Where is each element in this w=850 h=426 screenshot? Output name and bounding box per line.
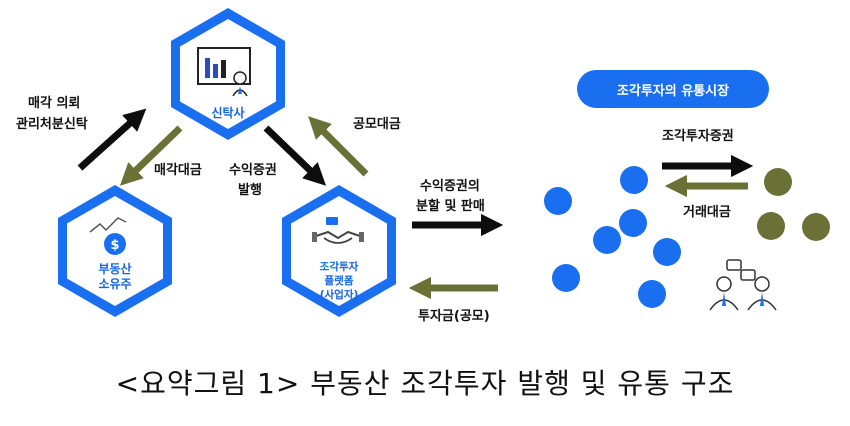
arrow-sale-trust — [77, 108, 147, 171]
market-investors-olive — [757, 168, 830, 241]
investor-dot — [764, 168, 792, 196]
figure-caption: <요약그림 1> 부동산 조각투자 발행 및 유통 구조 — [115, 367, 735, 400]
market-investors-blue — [544, 166, 681, 308]
label-issue-line1: 수익증권 — [229, 162, 277, 178]
label-market-securities: 조각투자증권 — [662, 129, 734, 144]
label-market-trade: 거래대금 — [683, 205, 731, 220]
investor-dot — [638, 280, 666, 308]
label-investment: 투자금(공모) — [418, 309, 490, 324]
platform-label-line2: 플랫폼 — [325, 274, 354, 287]
label-sale-price: 매각대금 — [154, 163, 202, 178]
presentation-board-icon — [197, 47, 251, 97]
investor-dot — [552, 264, 580, 292]
arrow-sale-price — [119, 125, 183, 186]
svg-text:$: $ — [110, 238, 119, 253]
label-split-line2: 분할 및 판매 — [416, 198, 485, 214]
platform-label-line3: (사업자) — [320, 288, 359, 301]
arrow-public-offering — [308, 116, 369, 177]
hex-trust-company-label: 신탁사 — [211, 105, 244, 120]
handshake-icon — [312, 217, 364, 244]
traders-chat-icon — [709, 259, 777, 311]
owner-label-line1: 부동산 — [98, 261, 131, 276]
label-sale-trust-line1: 매각 의뢰 — [28, 95, 80, 111]
market-title-pill: 조각투자의 유통시장 — [577, 70, 769, 108]
dollar-growth-icon: $ — [89, 217, 127, 255]
hex-platform: 조각투자 플랫폼 (사업자) — [282, 185, 396, 317]
platform-label-line1: 조각투자 — [320, 260, 359, 273]
arrow-issue — [263, 125, 327, 186]
hex-trust-company: 신탁사 — [171, 8, 285, 140]
label-sale-trust-line2: 관리처분신탁 — [16, 116, 88, 132]
investor-dot — [757, 212, 785, 240]
label-split-line1: 수익증권의 — [420, 178, 480, 194]
investor-dot — [593, 226, 621, 254]
investor-dot — [619, 209, 647, 237]
hex-property-owner: $ 부동산 소유주 — [58, 185, 172, 317]
label-issue-line2: 발행 — [238, 182, 262, 198]
investor-dot — [802, 213, 830, 241]
owner-label-line2: 소유주 — [98, 277, 131, 291]
investor-dot — [544, 187, 572, 215]
label-public-offering: 공모대금 — [353, 117, 401, 132]
investor-dot — [653, 238, 681, 266]
investor-dot — [620, 166, 648, 194]
